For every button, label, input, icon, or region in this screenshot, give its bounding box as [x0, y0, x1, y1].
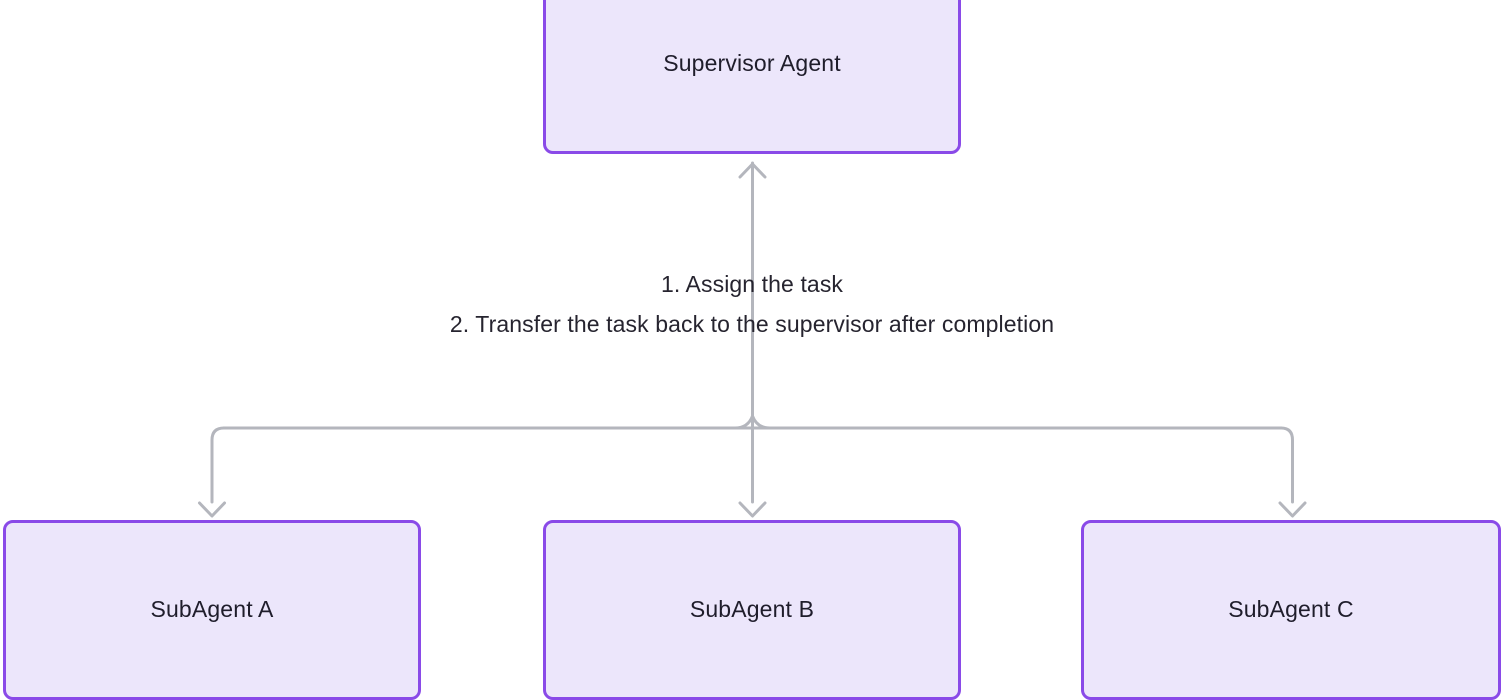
node-supervisor-agent[interactable]: Supervisor Agent — [543, 0, 961, 154]
edge-junction-fillet-right — [751, 414, 772, 430]
node-subagent-c[interactable]: SubAgent C — [1081, 520, 1501, 700]
arrowhead-down-sub-b — [738, 501, 767, 518]
node-subagent-a[interactable]: SubAgent A — [3, 520, 421, 700]
node-label-subagent-b: SubAgent B — [689, 596, 815, 623]
arrowhead-down-sub-c — [1278, 501, 1307, 518]
arrowhead-up-supervisor — [738, 162, 767, 179]
node-subagent-b[interactable]: SubAgent B — [543, 520, 961, 700]
arrowhead-down-sub-a — [198, 501, 226, 518]
node-label-subagent-a: SubAgent A — [150, 596, 274, 623]
edge-branch-right — [1279, 426, 1294, 504]
edge-branch-left — [210, 426, 226, 504]
node-label-supervisor-agent: Supervisor Agent — [663, 50, 841, 77]
node-label-subagent-c: SubAgent C — [1228, 596, 1354, 623]
edge-junction-fillet-left — [733, 414, 754, 430]
